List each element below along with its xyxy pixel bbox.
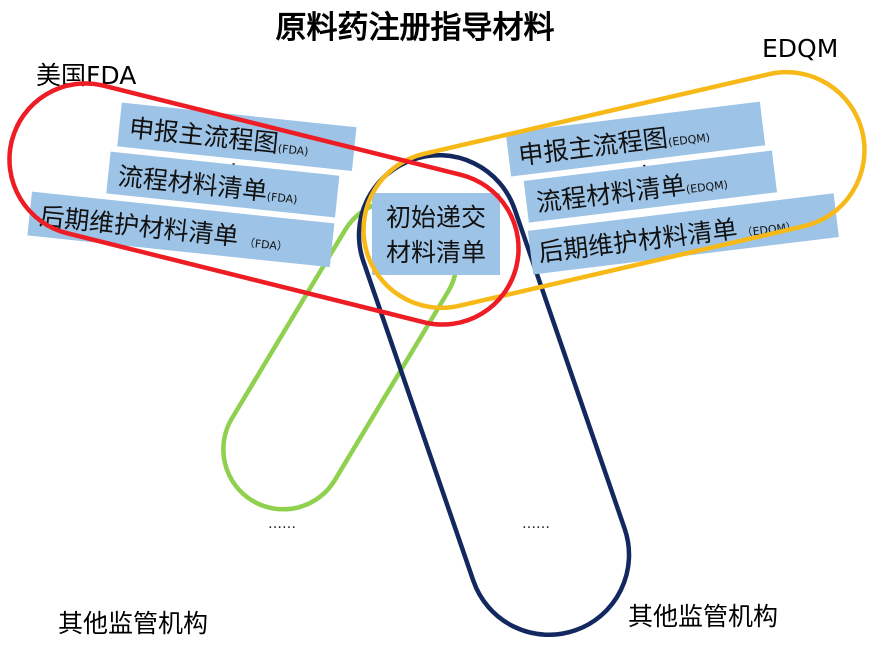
fda-process-list-box [106,151,340,218]
edqm-region-label: EDQM [762,34,838,63]
other-regulator-label-right: 其他监管机构 [628,602,778,631]
edqm-ring [361,69,867,311]
edqm-flowchart-box [505,101,766,177]
edqm-flowchart-tag: (EDQM) [667,131,710,149]
other-regulator-ellipsis-left: …… [268,516,296,532]
initial-submission-box [372,193,500,275]
edqm-maintenance-list-box [527,193,839,275]
edqm-process-list-box [523,150,777,223]
fda-maintenance-list-tag: （FDA） [243,236,288,254]
other-regulator-label-left: 其他监管机构 [58,609,208,638]
edqm-process-list-tag: (EDQM) [685,178,728,196]
fda-flowchart-box [117,102,357,171]
initial-submission-line2: 材料清单 [386,238,486,267]
fda-process-list-tag: (FDA) [266,190,298,206]
other-regulator-ellipsis-right: …… [522,516,550,532]
fda-box-group: 申报主流程图(FDA) + 流程材料清单(FDA) 后期维护材料清单（FDA） [27,102,357,268]
diagram-title: 原料药注册指导材料 [276,10,555,46]
fda-maintenance-list-box [27,191,335,268]
fda-ring [7,81,521,327]
fda-region-label: 美国FDA [36,61,136,90]
initial-submission-line1: 初始递交 [386,203,486,232]
fda-flowchart-tag: (FDA) [277,142,309,158]
edqm-box-group: 申报主流程图(EDQM) + 流程材料清单(EDQM) 后期维护材料清单（EDQ… [505,101,839,275]
